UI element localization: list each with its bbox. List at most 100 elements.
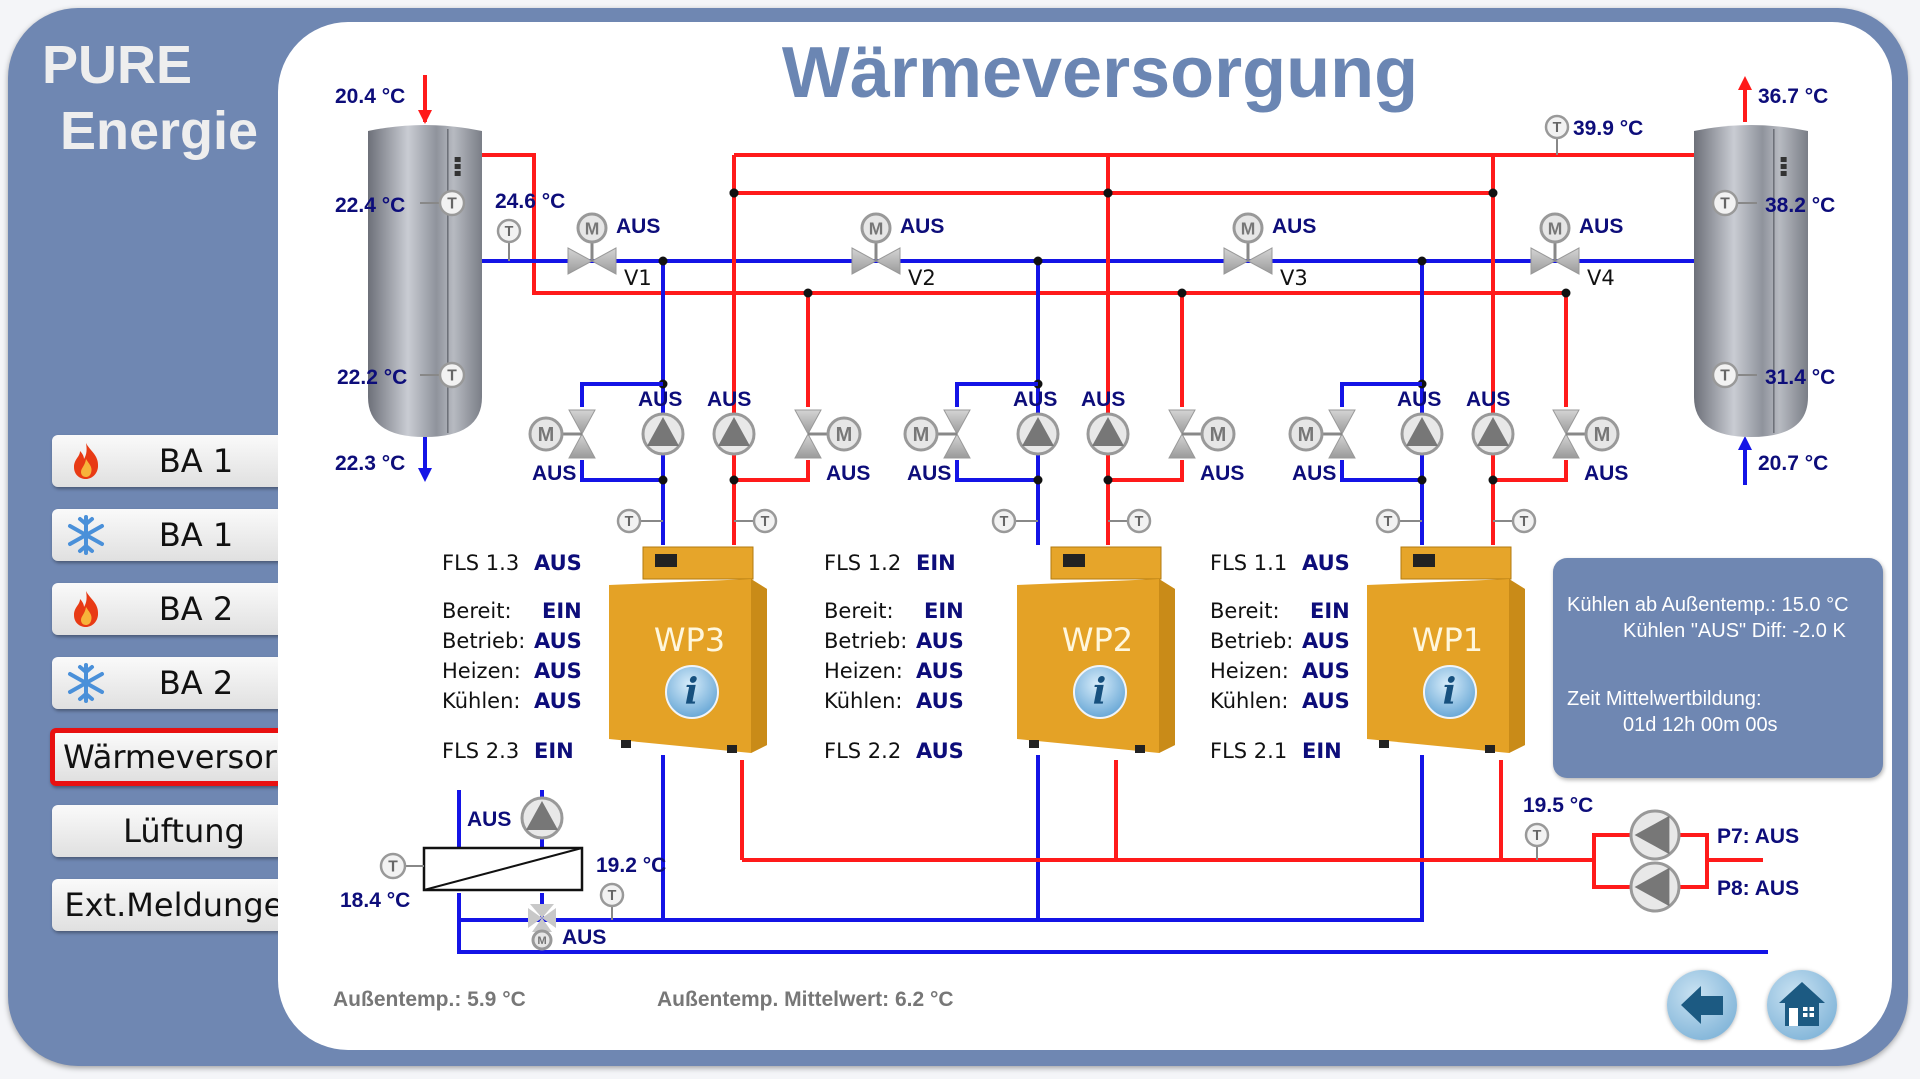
temperature-sensor-icon: T [496, 218, 522, 261]
status-value: AUS [1302, 629, 1350, 653]
pump-cold[interactable] [641, 412, 685, 456]
arrow-down-icon [418, 110, 432, 124]
tank-right-top-temp: 38.2 °C [1765, 194, 1835, 217]
motor-icon: M [1200, 416, 1236, 452]
heatpump-wp2[interactable]: WP2 i [1015, 545, 1180, 755]
status-label: Bereit: [824, 599, 894, 623]
mixing-valve-hot[interactable] [794, 409, 828, 459]
mixer-cold-state: AUS [907, 462, 951, 485]
valve-v4[interactable] [1530, 239, 1580, 275]
svg-text:M: M [1594, 424, 1611, 446]
heatpump-wp3[interactable]: WP3 i [607, 545, 772, 755]
temperature-sensor-icon: T [1108, 508, 1152, 534]
outside-temp-average: Außentemp. Mittelwert: 6.2 °C [657, 988, 954, 1011]
page-title: Wärmeversorgung [781, 33, 1419, 113]
mixer-cold-state: AUS [532, 462, 576, 485]
svg-text:T: T [1384, 514, 1393, 530]
svg-text:M: M [1298, 424, 1315, 446]
heat-exchanger-pump[interactable] [520, 796, 564, 840]
mixer-hot-state: AUS [826, 462, 870, 485]
info-icon[interactable]: i [1072, 665, 1127, 719]
back-button[interactable] [1667, 970, 1737, 1040]
mixing-valve-cold[interactable] [937, 409, 971, 459]
nav-ba2-cooling[interactable]: BA 2 [52, 657, 316, 709]
fls1-label: FLS 1.3 [442, 551, 519, 575]
pump-p7[interactable] [1629, 809, 1681, 861]
outside-temp: Außentemp.: 5.9 °C [333, 988, 526, 1011]
svg-text:M: M [585, 218, 600, 238]
pump-cold[interactable] [1400, 412, 1444, 456]
pump-cold[interactable] [1016, 412, 1060, 456]
motor-icon: M [826, 416, 862, 452]
bypass-cold [580, 460, 663, 482]
cooling-settings-box[interactable]: Kühlen ab Außentemp.: 15.0 °C Kühlen "AU… [1553, 558, 1883, 778]
mixing-valve-cold[interactable] [562, 409, 596, 459]
valve-v3[interactable] [1223, 239, 1273, 275]
nav-ba1-cooling[interactable]: BA 1 [52, 509, 316, 561]
temperature-sensor-icon: T [599, 882, 625, 920]
junction-dot [1033, 475, 1043, 485]
info-icon[interactable]: i [1422, 665, 1477, 719]
pump-p8[interactable] [1629, 861, 1681, 913]
motor-icon: M [1288, 416, 1324, 452]
mixing-valve-hot[interactable] [1552, 409, 1586, 459]
p8-state: P8: AUS [1717, 877, 1799, 900]
status-value: AUS [534, 629, 582, 653]
svg-text:T: T [1720, 195, 1730, 212]
status-value: AUS [1302, 689, 1350, 713]
info-icon[interactable]: i [664, 665, 719, 719]
nav-lueftung[interactable]: Lüftung [52, 805, 316, 857]
nav-ba2-heating[interactable]: BA 2 [52, 583, 316, 635]
bypass-cold [955, 382, 1038, 407]
nav-label: BA 1 [158, 442, 234, 480]
svg-text:T: T [761, 514, 770, 530]
valve-state: AUS [900, 215, 944, 238]
status-label: Heizen: [1210, 659, 1289, 683]
junction-dot [1561, 288, 1571, 298]
nav-waermeversorgung[interactable]: Wärmeversorg. [50, 728, 320, 786]
mixing-valve-cold[interactable] [1322, 409, 1356, 459]
heat-exchanger-diagonal [423, 847, 583, 891]
junction-dot [658, 256, 668, 266]
return-temp: 19.5 °C [1523, 794, 1593, 817]
fls2-label: FLS 2.3 [442, 739, 519, 763]
svg-text:T: T [608, 888, 617, 904]
heatpump-label: WP3 [653, 621, 726, 659]
pump-hot[interactable] [1086, 412, 1130, 456]
mixer-hot-state: AUS [1200, 462, 1244, 485]
valve-v1[interactable] [567, 239, 617, 275]
heatpump-wp1[interactable]: WP1 i [1365, 545, 1530, 755]
labels: 20.4 °C22.4 °C22.2 °C22.3 °C24.6 °C36.7 … [335, 85, 1835, 949]
junction-dot [1488, 188, 1498, 198]
nav-ext-meldungen[interactable]: Ext.Meldungen [52, 879, 316, 931]
fls2-state: AUS [916, 739, 964, 763]
status-label: Betrieb: [442, 629, 525, 653]
home-button[interactable] [1767, 970, 1837, 1040]
junction-dot [1488, 475, 1498, 485]
svg-text:M: M [869, 218, 884, 238]
pump-hot[interactable] [712, 412, 756, 456]
bypass-hot [734, 460, 810, 482]
mixing-valve-hot[interactable] [1168, 409, 1202, 459]
nav-label: BA 2 [158, 664, 234, 702]
status-value: EIN [1310, 599, 1350, 623]
three-way-valve[interactable] [528, 904, 556, 932]
nav-ba1-heating[interactable]: BA 1 [52, 435, 316, 487]
arrow-left-icon [1681, 986, 1723, 1024]
valve-v2[interactable] [851, 239, 901, 275]
temperature-sensor-icon: T [420, 361, 466, 389]
junction-dot [1417, 475, 1427, 485]
cold-main [457, 893, 1768, 954]
hx-temp-right: 19.2 °C [596, 854, 666, 877]
status-label: Kühlen: [824, 689, 902, 713]
return-header [482, 153, 1564, 295]
motor-icon: M [1539, 212, 1571, 244]
junction-dot [658, 475, 668, 485]
fire-icon [74, 591, 99, 627]
tank-left-bottom-temp: 22.2 °C [337, 366, 407, 389]
tank-right-bottom-temp: 31.4 °C [1765, 366, 1835, 389]
svg-text:T: T [1533, 828, 1542, 844]
status-value: EIN [924, 599, 964, 623]
temperature-sensor-icon: T [420, 189, 466, 217]
pump-hot[interactable] [1471, 412, 1515, 456]
